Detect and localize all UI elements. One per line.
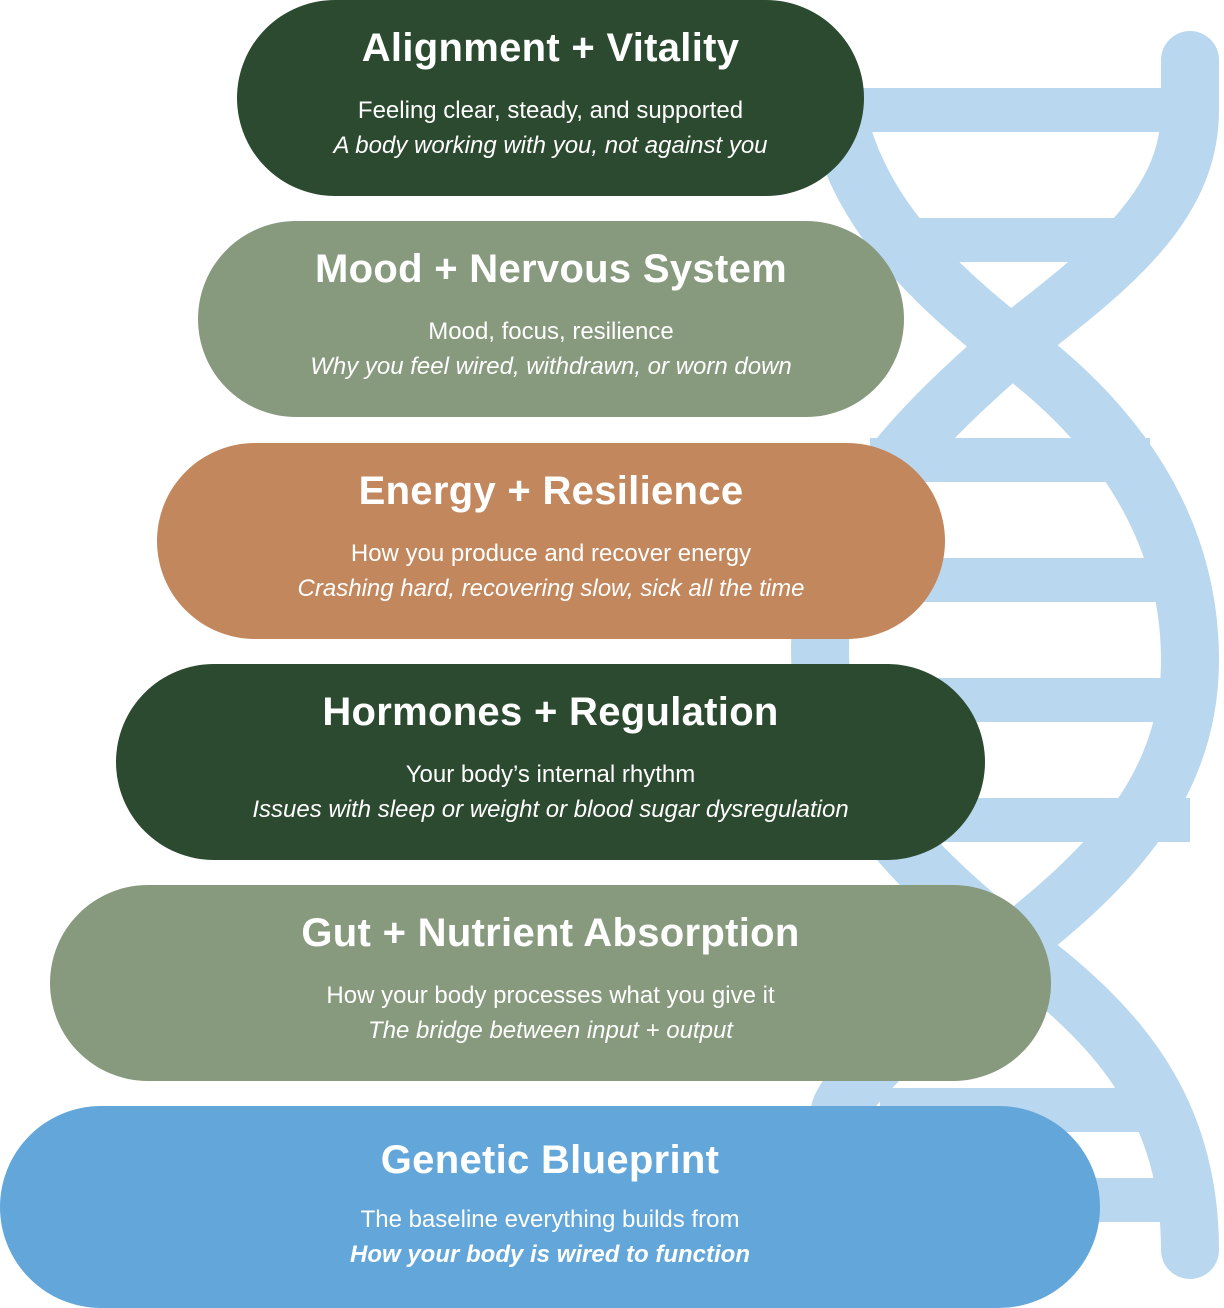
layer-subtitle: How you produce and recover energy	[350, 540, 752, 567]
layer-note: Crashing hard, recovering slow, sick all…	[297, 575, 805, 602]
layer-title: Hormones + Regulation	[322, 690, 779, 734]
layer-note: The bridge between input + output	[368, 1017, 733, 1044]
layer-subtitle: How your body processes what you give it	[326, 982, 775, 1009]
layer-note: A body working with you, not against you	[333, 132, 768, 159]
layer-title: Genetic Blueprint	[380, 1138, 720, 1182]
layer-gut-nutrient-absorption: Gut + Nutrient Absorption How your body …	[50, 885, 1051, 1081]
layer-note: Why you feel wired, withdrawn, or worn d…	[310, 353, 792, 380]
layer-title: Alignment + Vitality	[361, 26, 740, 70]
layer-genetic-blueprint: Genetic Blueprint The baseline everythin…	[0, 1106, 1100, 1308]
layer-subtitle: Feeling clear, steady, and supported	[357, 97, 744, 124]
layer-subtitle: Your body’s internal rhythm	[405, 761, 696, 788]
layer-note: How your body is wired to function	[350, 1241, 750, 1268]
layer-title: Gut + Nutrient Absorption	[301, 911, 800, 955]
layer-subtitle: The baseline everything builds from	[360, 1206, 740, 1233]
layer-note: Issues with sleep or weight or blood sug…	[252, 796, 849, 823]
layer-mood-nervous-system: Mood + Nervous System Mood, focus, resil…	[198, 221, 904, 417]
layer-subtitle: Mood, focus, resilience	[428, 318, 674, 345]
layer-energy-resilience: Energy + Resilience How you produce and …	[157, 443, 945, 639]
layer-hormones-regulation: Hormones + Regulation Your body’s intern…	[116, 664, 985, 860]
layer-title: Energy + Resilience	[358, 469, 744, 513]
layer-alignment-vitality: Alignment + Vitality Feeling clear, stea…	[237, 0, 864, 196]
layer-title: Mood + Nervous System	[315, 247, 787, 291]
